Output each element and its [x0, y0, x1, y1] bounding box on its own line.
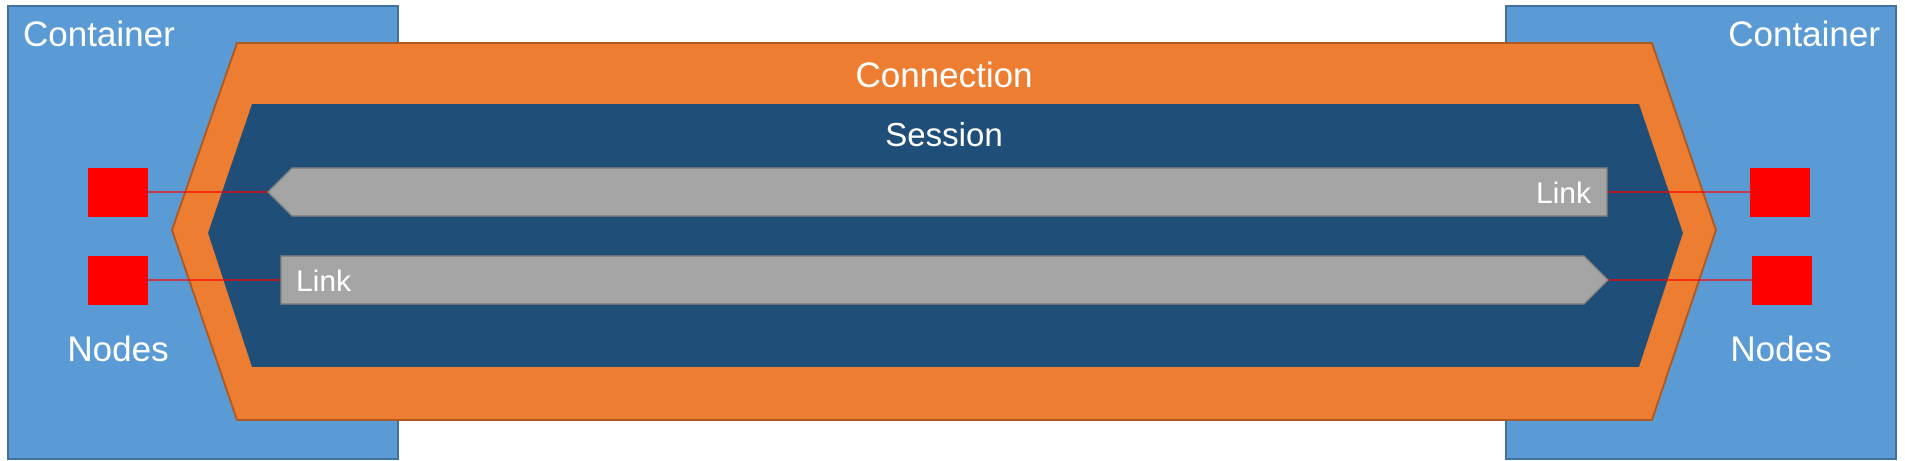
- link-label-bottom: Link: [296, 265, 352, 298]
- node-left-top: [88, 168, 148, 217]
- left-nodes-label: Nodes: [67, 330, 168, 369]
- link-label-top: Link: [1536, 177, 1592, 210]
- node-left-bottom: [88, 256, 148, 305]
- link-arrow-bottom: [280, 255, 1610, 305]
- session-label: Session: [885, 116, 1002, 153]
- connection-label: Connection: [855, 56, 1032, 95]
- right-container-label: Container: [1728, 15, 1880, 54]
- node-right-top: [1750, 168, 1810, 217]
- node-right-bottom: [1752, 256, 1812, 305]
- right-nodes-label: Nodes: [1730, 330, 1831, 369]
- left-container-label: Container: [23, 15, 175, 54]
- link-arrow-top: [266, 167, 1608, 217]
